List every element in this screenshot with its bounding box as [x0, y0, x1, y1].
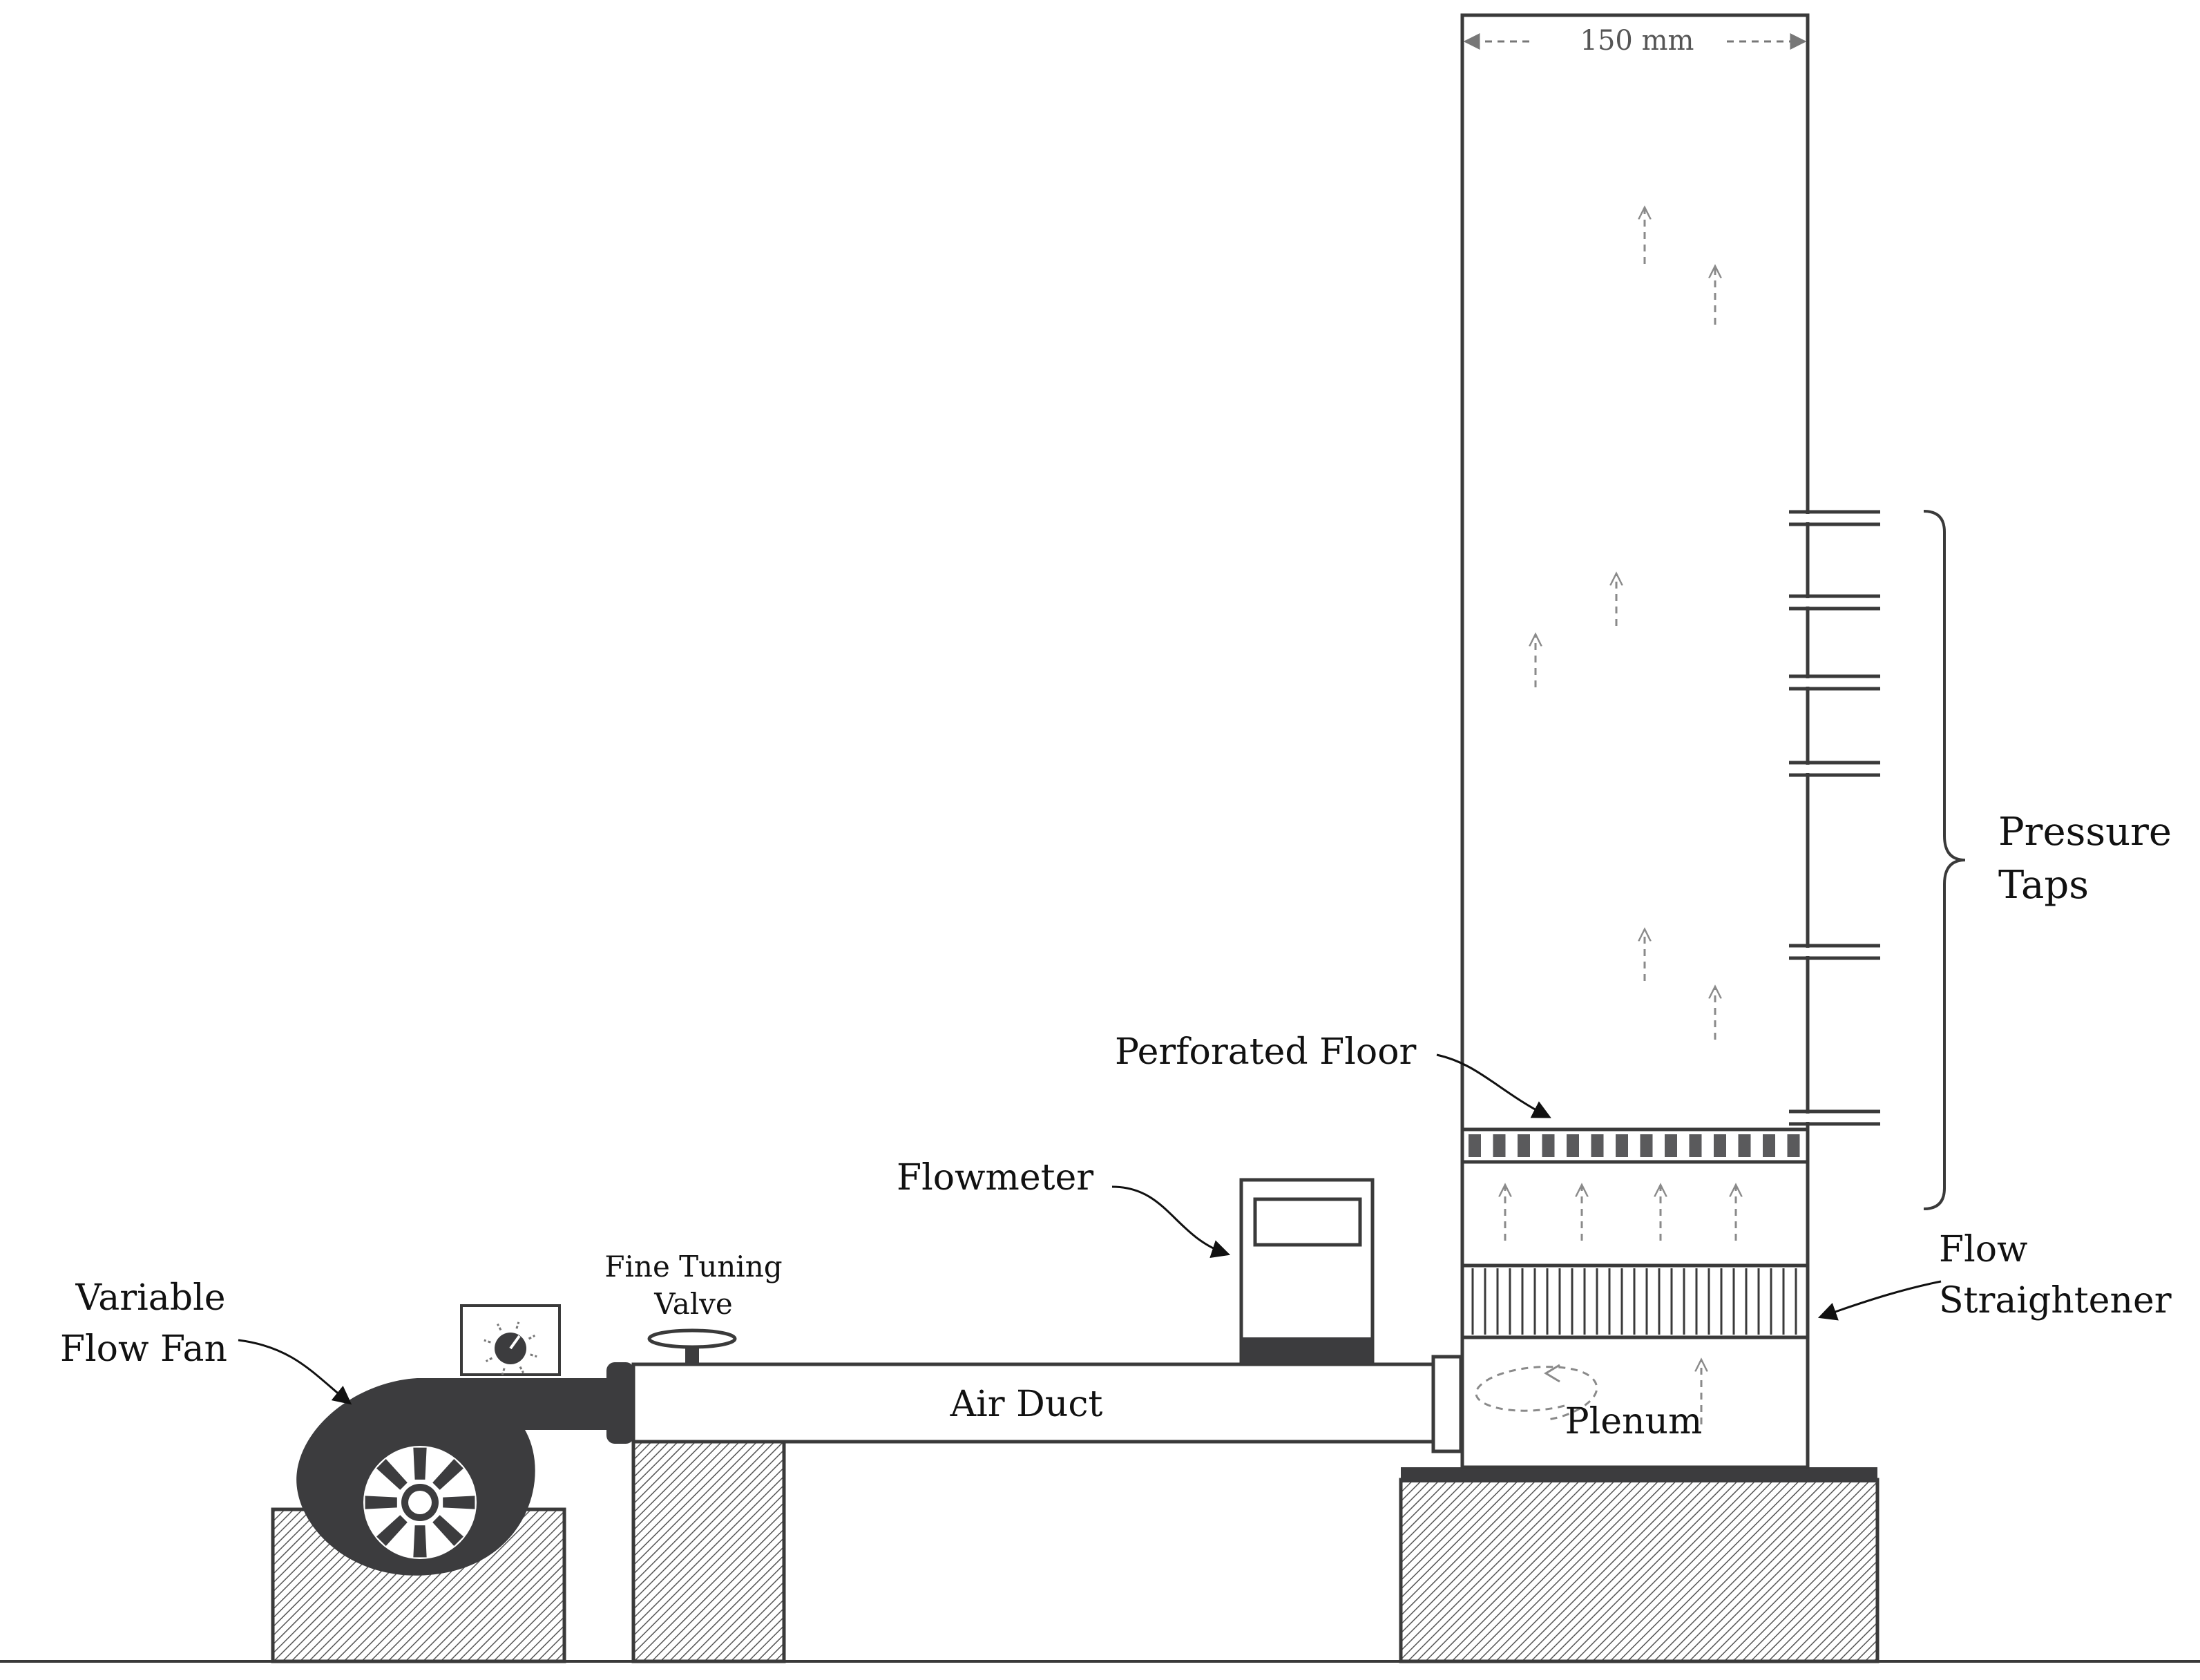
- perforated-floor-leader: [1436, 1053, 1551, 1118]
- perforation: [1518, 1134, 1530, 1157]
- duct-support: [631, 1438, 786, 1663]
- duct-flange: [1431, 1355, 1463, 1453]
- dial-tick: [530, 1353, 537, 1358]
- plenum-swirl-head: [1544, 1364, 1560, 1383]
- impeller-blade: [413, 1525, 427, 1558]
- dial-ticks: [484, 1321, 537, 1375]
- perforation: [1689, 1134, 1702, 1157]
- flow-straightener-label-line1: Flow: [1939, 1229, 2028, 1270]
- fan-controller[interactable]: [460, 1304, 561, 1376]
- dial-tick: [501, 1368, 506, 1375]
- perforation: [1738, 1134, 1751, 1157]
- pressure-tap-gap: [1804, 1114, 1810, 1122]
- variable-flow-fan-label-line2: Flow Fan: [60, 1328, 227, 1370]
- perforation: [1714, 1134, 1726, 1157]
- impeller-blade: [432, 1459, 463, 1490]
- flowmeter[interactable]: [1239, 1178, 1375, 1366]
- impeller-blade: [413, 1447, 427, 1480]
- dial-tick: [484, 1339, 491, 1344]
- impeller-blade: [443, 1496, 475, 1509]
- fine-tuning-valve-label-line1: Fine Tuning: [604, 1250, 782, 1283]
- dimension-label: 150 mm: [1580, 25, 1694, 57]
- pressure-taps: [1789, 510, 1880, 1126]
- pressure-taps-label-line2: Taps: [1998, 863, 2089, 908]
- perforation: [1469, 1134, 1481, 1157]
- dial-tick: [528, 1335, 536, 1340]
- pressure-tap-gap: [1804, 678, 1810, 687]
- impeller-blade: [376, 1459, 408, 1490]
- dial-tick: [485, 1357, 493, 1362]
- perforation: [1640, 1134, 1653, 1157]
- pressure-tap-gap: [1804, 765, 1810, 773]
- perforation: [1567, 1134, 1579, 1157]
- pressure-taps-label-line1: Pressure: [1998, 810, 2172, 855]
- centrifugal-blower-icon[interactable]: [296, 1378, 615, 1576]
- variable-flow-fan-label-line1: Variable: [75, 1277, 226, 1319]
- pressure-tap-gap: [1804, 514, 1810, 522]
- column-base-plate: [1401, 1467, 1877, 1482]
- flow-straightener-leader: [1817, 1280, 1942, 1321]
- handwheel-valve-icon: [647, 1328, 737, 1349]
- air-duct: [606, 1362, 1435, 1444]
- fine-tuning-valve[interactable]: [647, 1328, 737, 1365]
- perforation: [1616, 1134, 1628, 1157]
- plenum-label: Plenum: [1565, 1401, 1703, 1442]
- column-support: [1399, 1478, 1879, 1663]
- dial-tick: [519, 1366, 524, 1374]
- flowmeter-base: [1241, 1337, 1372, 1364]
- plenum-swirl-arrow: [1475, 1366, 1598, 1421]
- fine-tuning-valve-label-line2: Valve: [653, 1287, 733, 1321]
- pressure-taps-bracket: [1923, 510, 1966, 1210]
- flow-straightener: [1460, 1263, 1810, 1339]
- impeller-blade: [432, 1515, 463, 1546]
- variable-flow-fan-leader: [238, 1339, 352, 1405]
- perforation: [1763, 1134, 1775, 1157]
- perforation: [1591, 1134, 1604, 1157]
- dial-tick: [515, 1321, 520, 1329]
- perforated-floor-label: Perforated Floor: [1115, 1031, 1417, 1073]
- flowmeter-label: Flowmeter: [897, 1157, 1093, 1199]
- flow-straightener-label-line2: Straightener: [1939, 1280, 2172, 1321]
- perforation: [1493, 1134, 1506, 1157]
- perforated-floor: [1460, 1127, 1810, 1164]
- perforation: [1542, 1134, 1555, 1157]
- flowmeter-display: [1253, 1197, 1362, 1247]
- pressure-tap-gap: [1804, 948, 1810, 956]
- impeller-blade: [376, 1515, 408, 1546]
- impeller-blade: [365, 1496, 397, 1509]
- dial-tick: [497, 1323, 502, 1331]
- perforation: [1787, 1134, 1800, 1157]
- pressure-tap-gap: [1804, 598, 1810, 607]
- perforation: [1665, 1134, 1677, 1157]
- fluidization-column: 150 mm: [1431, 13, 1810, 1469]
- air-duct-label: Air Duct: [950, 1384, 1103, 1425]
- flowmeter-leader: [1111, 1185, 1231, 1259]
